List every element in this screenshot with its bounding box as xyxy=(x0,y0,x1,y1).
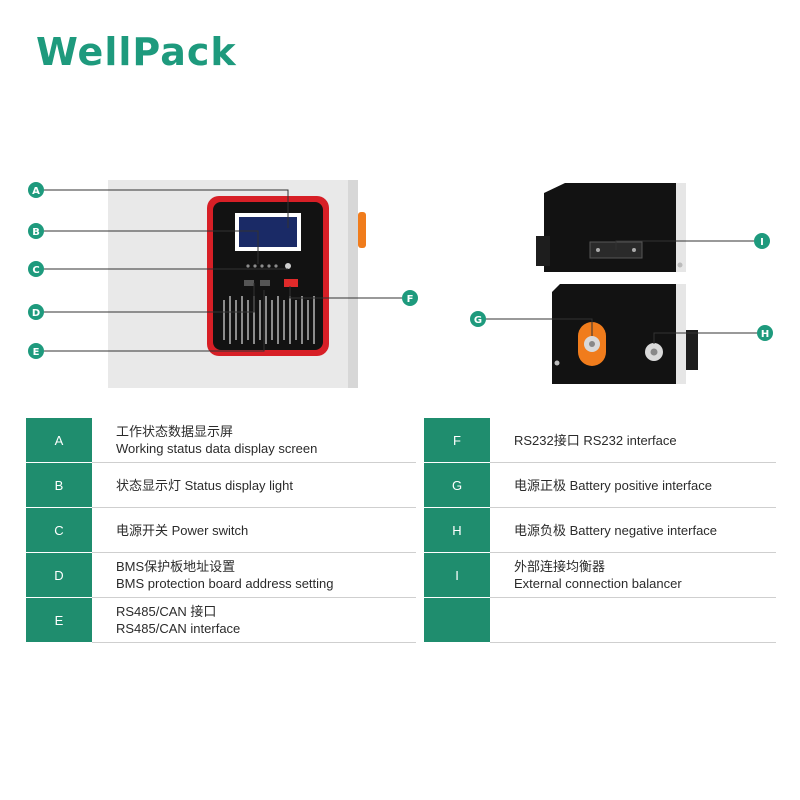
svg-text:I: I xyxy=(760,237,764,248)
legend-description: RS232接口 RS232 interface xyxy=(490,418,776,463)
legend-row: A 工作状态数据显示屏 Working status data display … xyxy=(26,418,776,463)
svg-text:D: D xyxy=(32,308,40,319)
legend-key: C xyxy=(26,507,92,553)
legend-description: 电源正极 Battery positive interface xyxy=(490,462,776,508)
dip-switch xyxy=(244,280,254,286)
legend-key: F xyxy=(424,418,490,463)
legend-description: RS485/CAN 接口 RS485/CAN interface xyxy=(92,597,416,643)
svg-text:A: A xyxy=(32,186,40,197)
leader-lines xyxy=(44,189,757,352)
rs232-port xyxy=(284,279,298,287)
legend-key: I xyxy=(424,552,490,598)
legend-key: E xyxy=(26,597,92,643)
power-switch xyxy=(285,263,291,269)
legend-row: B 状态显示灯 Status display light G 电源正极 Batt… xyxy=(26,462,776,508)
callout-c: C xyxy=(28,261,44,277)
callout-b: B xyxy=(28,223,44,239)
svg-text:C: C xyxy=(32,265,39,276)
svg-text:H: H xyxy=(761,329,769,340)
callout-g: G xyxy=(470,311,486,327)
legend-key: A xyxy=(26,418,92,463)
rear-unit-bottom xyxy=(552,284,698,384)
legend-table: A 工作状态数据显示屏 Working status data display … xyxy=(26,418,776,643)
status-lights xyxy=(246,264,278,268)
callout-i: I xyxy=(754,233,770,249)
callout-e: E xyxy=(28,343,44,359)
wellpack-logo: WellPack xyxy=(36,30,237,74)
svg-text:B: B xyxy=(32,227,40,238)
rear-unit-top xyxy=(536,183,686,272)
callout-d: D xyxy=(28,304,44,320)
callout-a: A xyxy=(28,182,44,198)
orange-handle xyxy=(358,212,366,248)
legend-row: C 电源开关 Power switch H 电源负极 Battery negat… xyxy=(26,507,776,553)
display-screen xyxy=(239,217,297,247)
legend-description: 状态显示灯 Status display light xyxy=(92,462,416,508)
legend-description: 工作状态数据显示屏 Working status data display sc… xyxy=(92,418,416,463)
legend-key: B xyxy=(26,462,92,508)
svg-text:F: F xyxy=(407,294,414,305)
legend-key-empty xyxy=(424,597,490,643)
callout-markers: A B C D E F G H I xyxy=(28,182,773,359)
front-battery-unit xyxy=(108,180,366,388)
svg-text:E: E xyxy=(33,347,40,358)
legend-row: E RS485/CAN 接口 RS485/CAN interface xyxy=(26,597,776,643)
legend-row: D BMS保护板地址设置 BMS protection board addres… xyxy=(26,552,776,598)
legend-description: 电源负极 Battery negative interface xyxy=(490,507,776,553)
legend-description-empty xyxy=(490,597,776,643)
product-diagram: A B C D E F G H I xyxy=(28,180,773,388)
legend-key: H xyxy=(424,507,490,553)
callout-h: H xyxy=(757,325,773,341)
callout-f: F xyxy=(402,290,418,306)
legend-description: 外部连接均衡器 External connection balancer xyxy=(490,552,776,598)
legend-description: BMS保护板地址设置 BMS protection board address … xyxy=(92,552,416,598)
legend-key: D xyxy=(26,552,92,598)
legend-key: G xyxy=(424,462,490,508)
legend-description: 电源开关 Power switch xyxy=(92,507,416,553)
svg-text:G: G xyxy=(474,315,482,326)
